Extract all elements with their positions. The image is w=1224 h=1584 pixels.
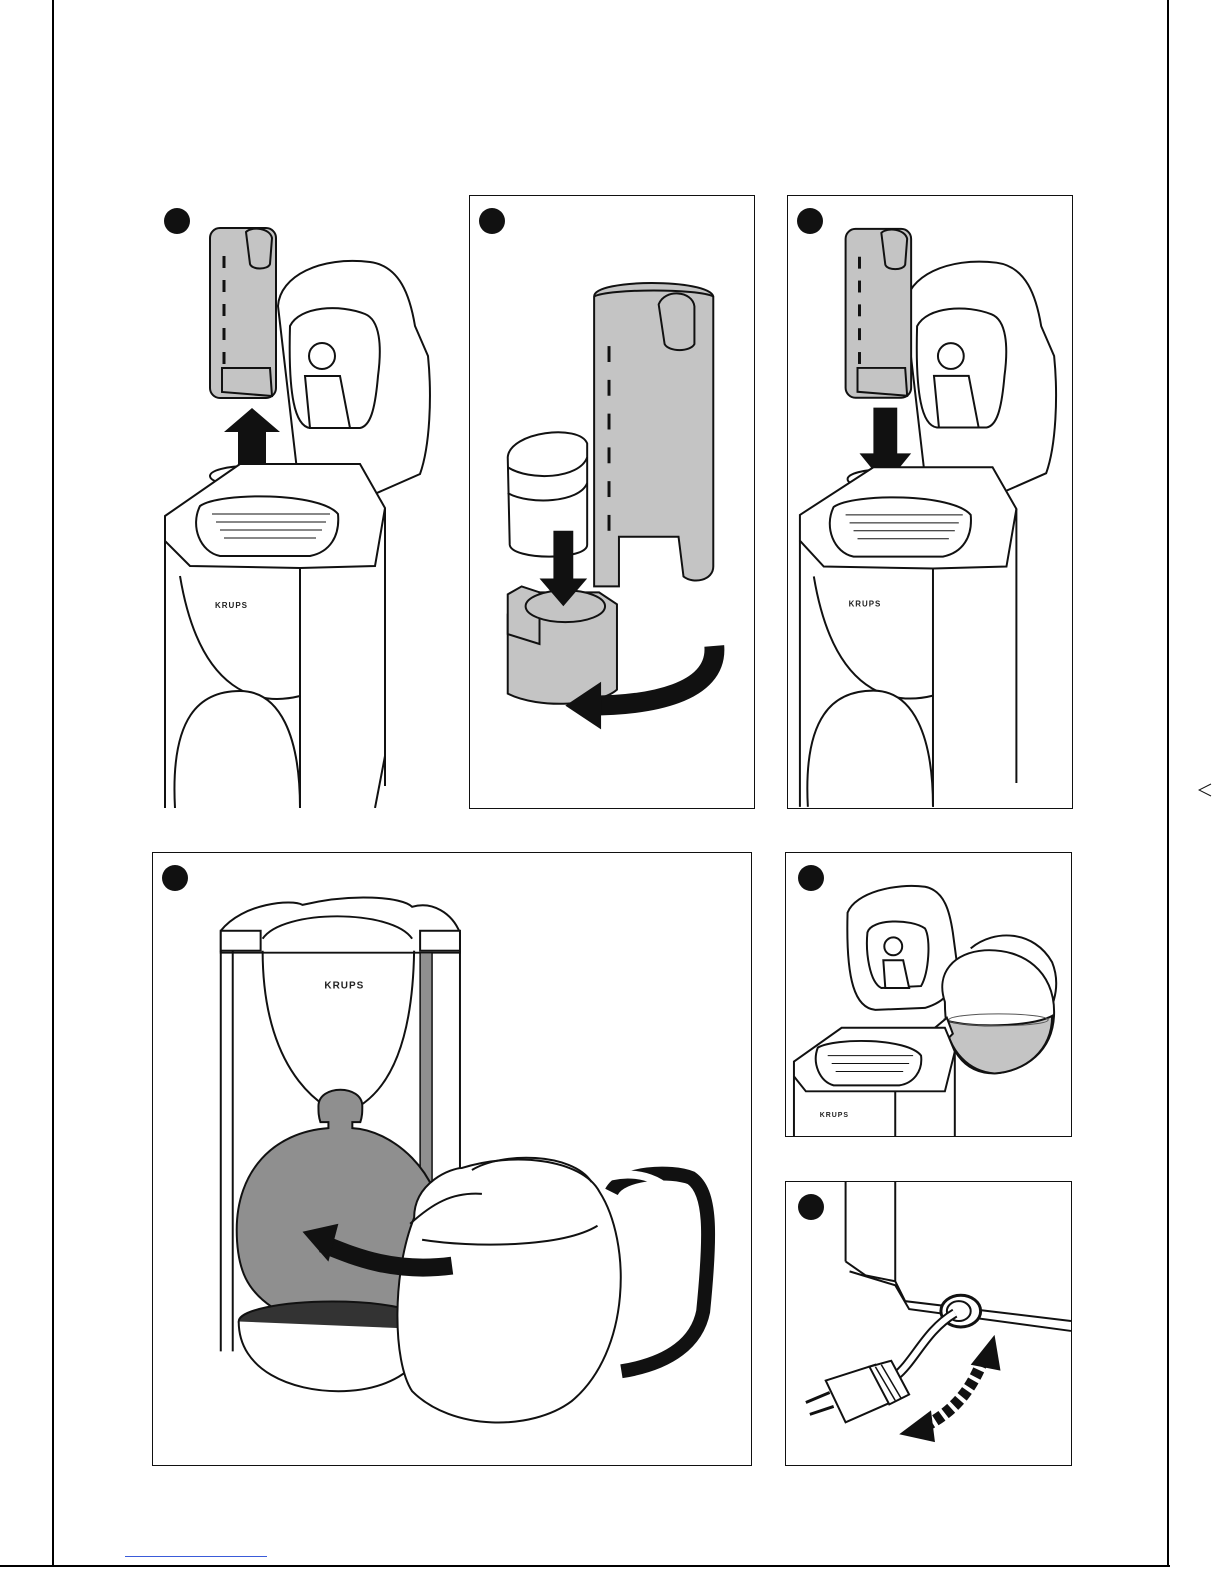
triangle-mark-icon xyxy=(1198,783,1212,797)
bottom-page-edge xyxy=(0,1565,1170,1567)
brand-label: KRUPS xyxy=(820,1112,849,1119)
step-1-panel: KRUPS xyxy=(160,196,450,808)
right-page-edge xyxy=(1167,0,1169,1566)
replace-water-tank-illustration: KRUPS xyxy=(788,196,1072,808)
insert-water-filter-illustration xyxy=(470,196,754,808)
step-3-panel: KRUPS xyxy=(787,195,1073,809)
power-cord-storage-illustration xyxy=(786,1182,1071,1465)
bottom-underline xyxy=(125,1556,267,1557)
left-page-edge xyxy=(52,0,54,1566)
pour-water-into-tank-illustration: KRUPS xyxy=(786,853,1071,1136)
remove-water-tank-illustration: KRUPS xyxy=(160,196,450,808)
step-6-panel xyxy=(785,1181,1072,1466)
brand-label: KRUPS xyxy=(849,599,882,608)
step-5-panel: KRUPS xyxy=(785,852,1072,1137)
brand-label: KRUPS xyxy=(324,981,364,992)
step-4-panel: KRUPS xyxy=(152,852,752,1466)
place-carafe-illustration: KRUPS xyxy=(153,853,751,1465)
brand-label: KRUPS xyxy=(215,601,248,610)
step-2-panel xyxy=(469,195,755,809)
